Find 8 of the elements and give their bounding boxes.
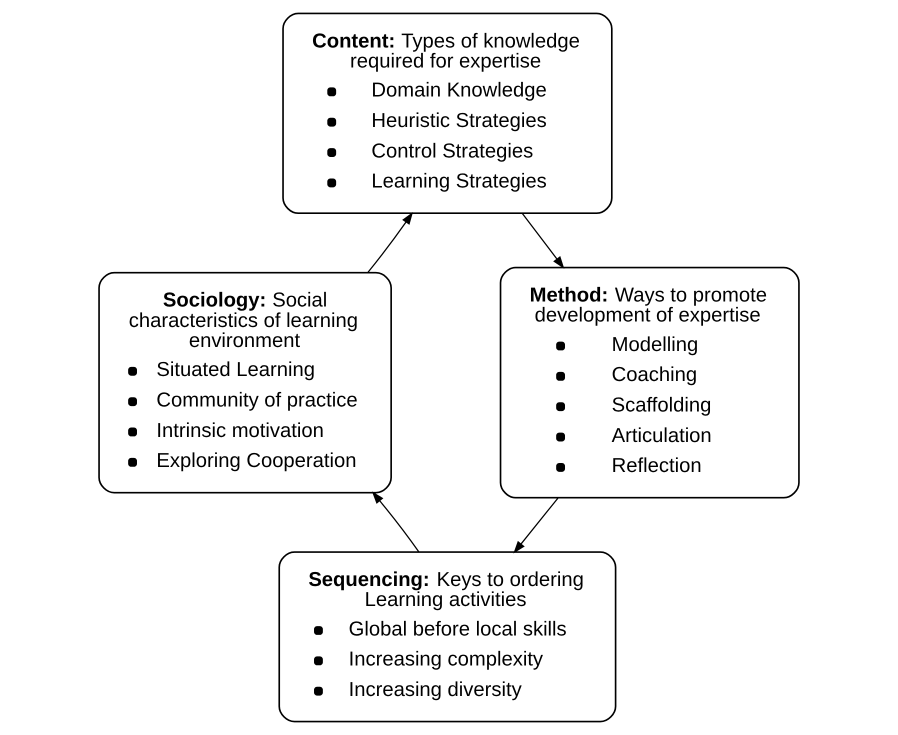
arrow bbox=[513, 498, 559, 554]
arrow bbox=[368, 212, 413, 273]
node-box: Sociology: Social characteristics of learning environment Situated Learning Community of practice Intrinsic motivation Exploring Cooperation bbox=[98, 272, 392, 494]
node-box: Content: Types of knowledge required for expertise Domain Knowledge Heuristic Strategies Control Strategies Learning Strategies bbox=[282, 12, 613, 214]
arrow bbox=[372, 491, 420, 552]
node-box: Sequencing: Keys to ordering Learning activities Global before local skills Increasing complexity Increasing diversity bbox=[278, 551, 616, 722]
node-box: Method: Ways to promote development of expertise Modelling Coaching Scaffolding Articulation Reflection bbox=[500, 266, 800, 499]
arrow bbox=[522, 213, 564, 269]
